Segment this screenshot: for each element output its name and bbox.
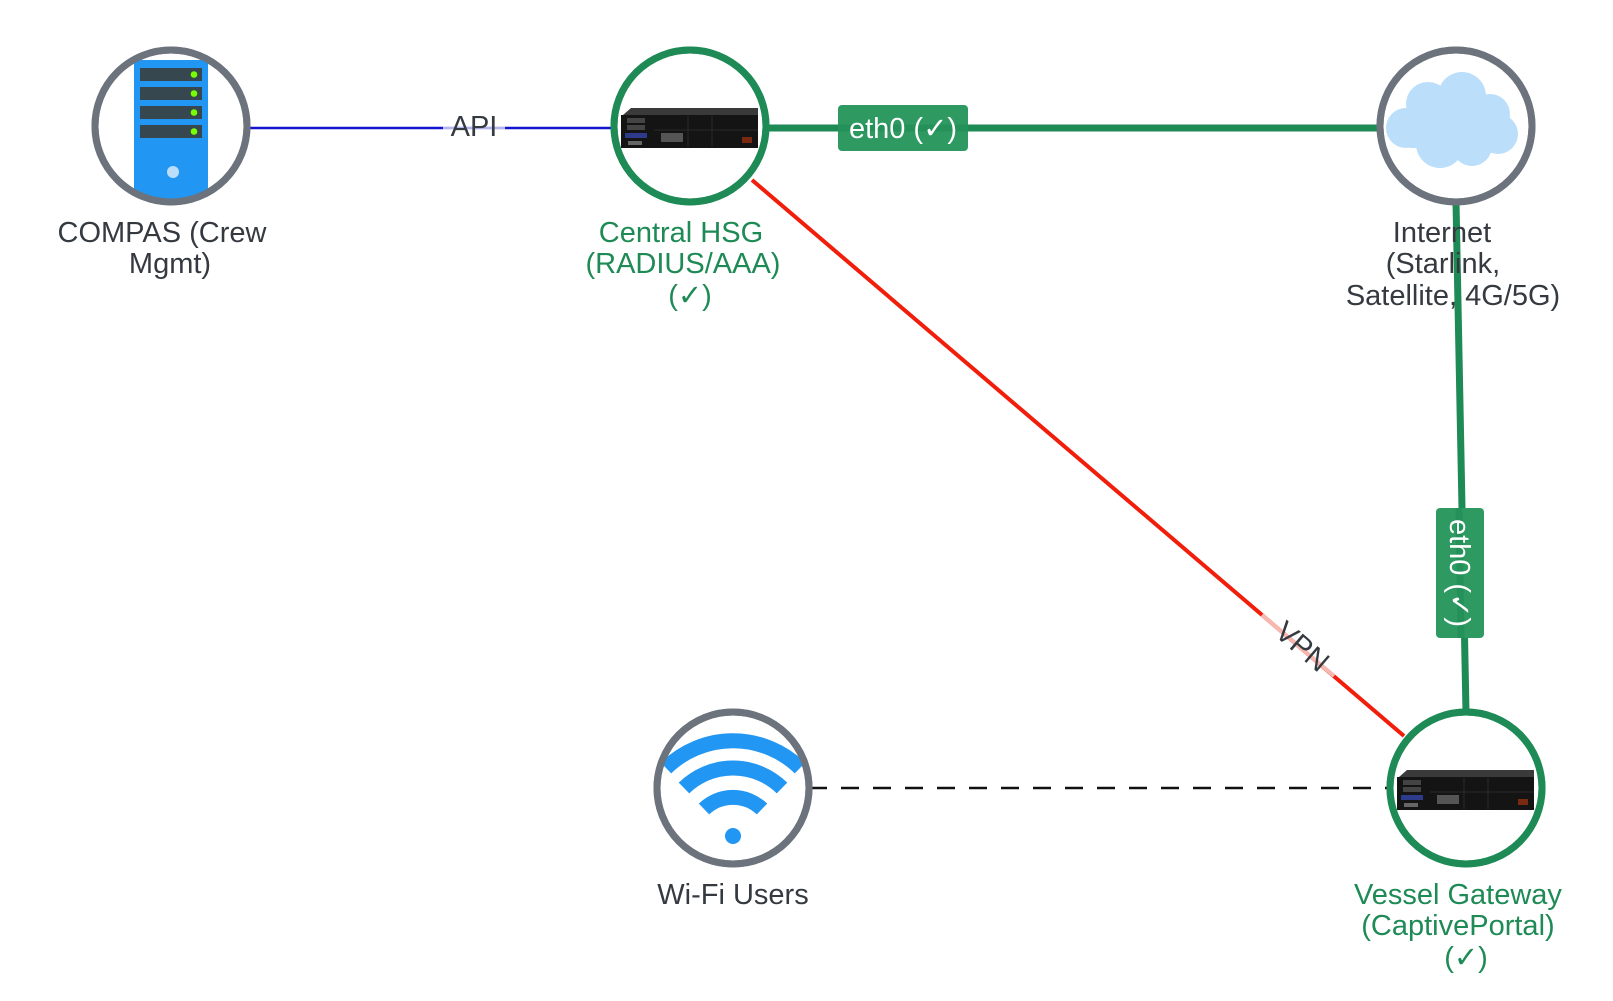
node-label-line: Vessel Gateway	[1354, 879, 1562, 911]
edge-label-api: API	[451, 111, 498, 143]
node-vessel-gateway[interactable]: Vessel Gateway (CaptivePortal) (✓)	[1354, 708, 1570, 974]
node-ring-overlay	[1386, 708, 1546, 868]
edge-compas-hsg[interactable]: API	[245, 110, 612, 144]
node-label-line: Wi-Fi Users	[657, 879, 808, 911]
node-label-line: Central HSG	[599, 217, 763, 249]
server-tower-icon	[134, 60, 208, 200]
node-ring-overlay	[653, 708, 813, 868]
node-ring-overlay	[91, 46, 251, 206]
node-label-line: (CaptivePortal)	[1361, 910, 1554, 942]
rack-appliance-icon	[1397, 770, 1534, 810]
node-label-line: Satellite, 4G/5G)	[1346, 280, 1560, 312]
edge-label-eth0-horizontal: eth0 (✓)	[849, 113, 957, 145]
node-compas[interactable]: COMPAS (Crew Mgmt)	[58, 46, 275, 280]
edge-label-eth0-vertical: eth0 (✓)	[1443, 519, 1475, 627]
edge-internet-vessel[interactable]: eth0 (✓)	[1436, 201, 1484, 713]
node-central-hsg[interactable]: Central HSG (RADIUS/AAA) (✓)	[585, 46, 788, 312]
node-label-line: (✓)	[1444, 942, 1488, 974]
node-label-vessel-gateway: Vessel Gateway (CaptivePortal) (✓)	[1354, 879, 1570, 974]
node-internet[interactable]: Internet (Starlink, Satellite, 4G/5G)	[1346, 46, 1560, 312]
node-label-line: (✓)	[668, 280, 712, 312]
node-ring-overlay	[610, 46, 770, 206]
node-label-compas: COMPAS (Crew Mgmt)	[58, 217, 275, 280]
node-label-line: (Starlink,	[1386, 248, 1500, 280]
node-label-line: (RADIUS/AAA)	[585, 248, 780, 280]
node-label-line: Mgmt)	[129, 248, 211, 280]
edge-line-eth0-through-vertical-badge	[1455, 507, 1465, 639]
node-wifi-users[interactable]: Wi-Fi Users	[653, 708, 813, 911]
cloud-icon	[1386, 72, 1518, 168]
node-label-central-hsg: Central HSG (RADIUS/AAA) (✓)	[585, 217, 788, 312]
edge-line-vpn-faded	[1260, 613, 1336, 678]
node-label-wifi-users: Wi-Fi Users	[657, 879, 808, 911]
node-label-line: COMPAS (Crew	[58, 217, 268, 249]
rack-appliance-icon	[621, 108, 758, 148]
node-label-internet: Internet (Starlink, Satellite, 4G/5G)	[1346, 217, 1560, 312]
edge-hsg-internet[interactable]: eth0 (✓)	[766, 105, 1380, 151]
wifi-icon	[660, 733, 806, 844]
edge-hsg-vessel[interactable]: VPN	[750, 178, 1406, 738]
node-ring-overlay	[1376, 46, 1536, 206]
node-label-line: Internet	[1393, 217, 1491, 249]
